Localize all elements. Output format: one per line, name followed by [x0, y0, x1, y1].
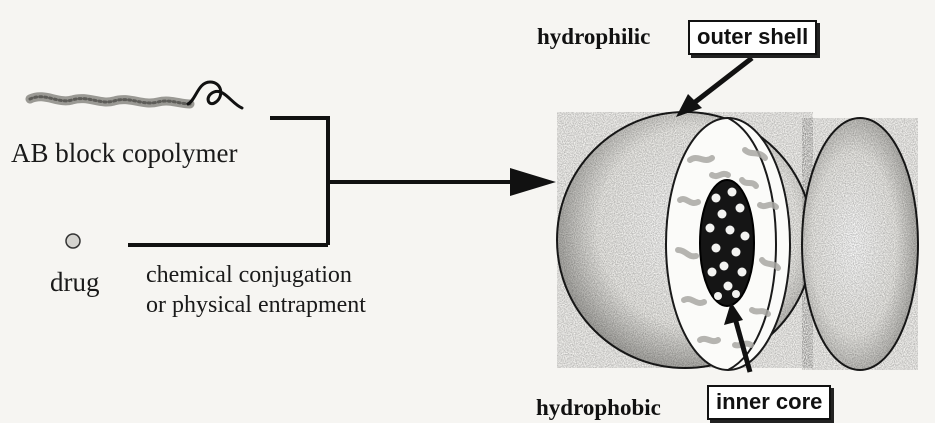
core-prefix-label: hydrophobic [536, 396, 661, 419]
forms-arrow [328, 168, 556, 196]
drug-label: drug [50, 268, 100, 298]
shell-prefix-label: hydrophilic [537, 25, 650, 48]
drug-particle-icon [66, 234, 80, 248]
inner-core-box: inner core [707, 385, 831, 420]
micelle-sphere [557, 112, 813, 370]
copolymer-label: AB block copolymer [11, 139, 237, 169]
process-label-line2: or physical entrapment [146, 292, 366, 318]
outer-shell-box: outer shell [688, 20, 817, 55]
outer-shell-pointer [676, 58, 752, 117]
process-label-line1: chemical conjugation [146, 262, 352, 288]
micelle-cap [802, 118, 918, 370]
copolymer-icon [30, 82, 242, 108]
